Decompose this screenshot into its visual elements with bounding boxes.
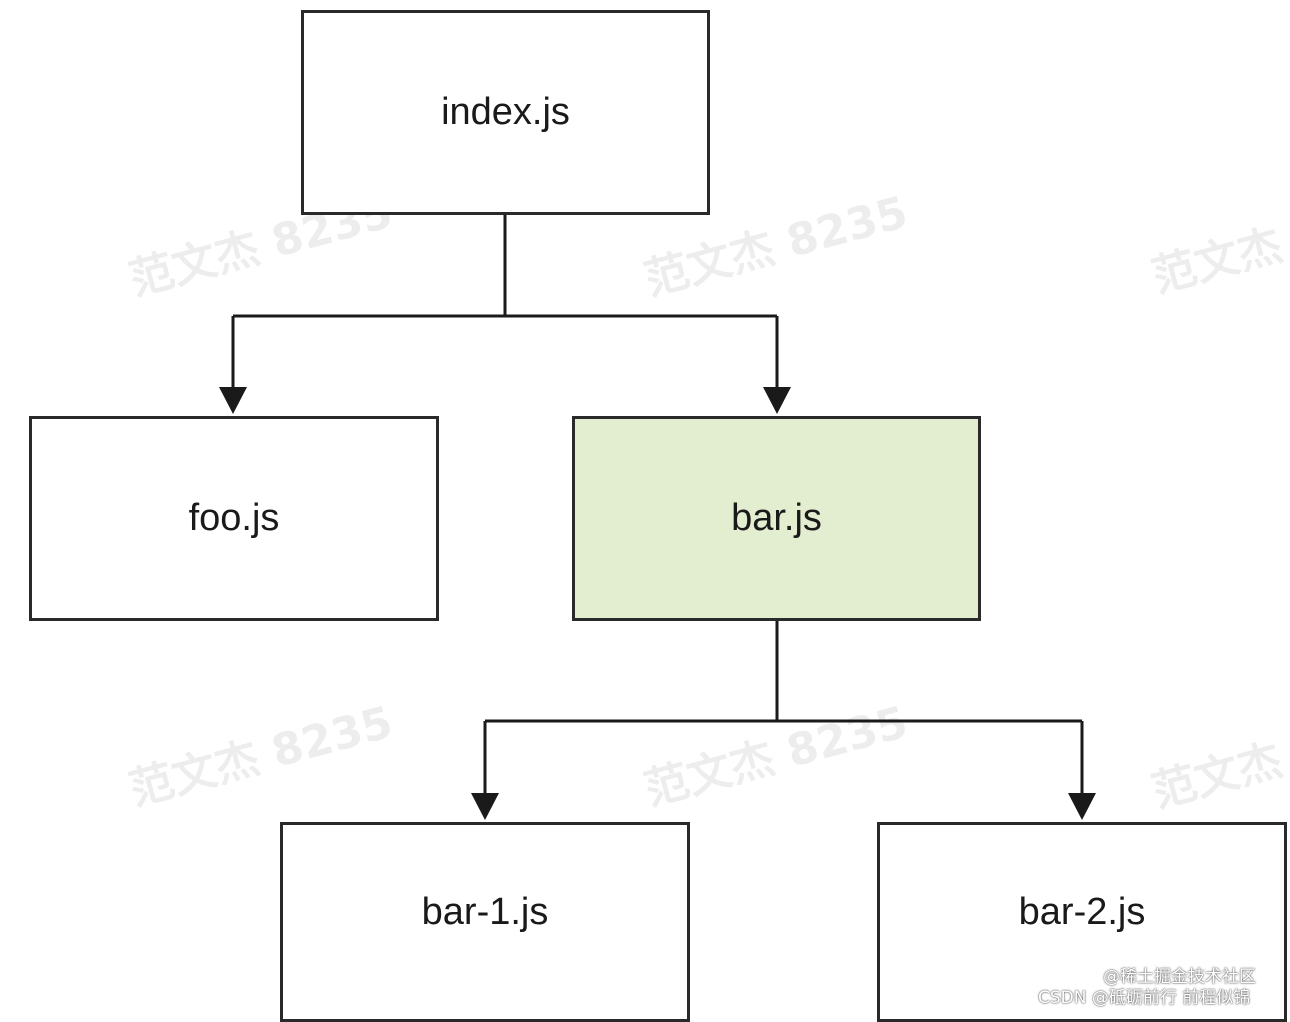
arrow-to-bar2 xyxy=(1068,793,1096,820)
credit-juejin: @稀土掘金技术社区 xyxy=(1103,967,1256,987)
node-bar-js-label: bar.js xyxy=(731,497,822,539)
node-foo-js-label: foo.js xyxy=(188,497,280,539)
node-bar-js: bar.js xyxy=(572,416,981,621)
node-bar-1-js: bar-1.js xyxy=(280,822,690,1022)
arrow-to-foo xyxy=(219,387,247,414)
arrow-to-bar xyxy=(763,387,791,414)
node-bar-2-js: bar-2.js xyxy=(877,822,1287,1022)
node-foo-js: foo.js xyxy=(29,416,439,621)
node-bar-2-js-label: bar-2.js xyxy=(1018,890,1146,933)
arrow-to-bar1 xyxy=(471,793,499,820)
node-index-js-label: index.js xyxy=(441,91,570,133)
node-index-js: index.js xyxy=(301,10,710,215)
credit-csdn: CSDN @砥砺前行 前程似锦 xyxy=(1038,988,1251,1008)
node-bar-1-js-label: bar-1.js xyxy=(421,890,549,933)
